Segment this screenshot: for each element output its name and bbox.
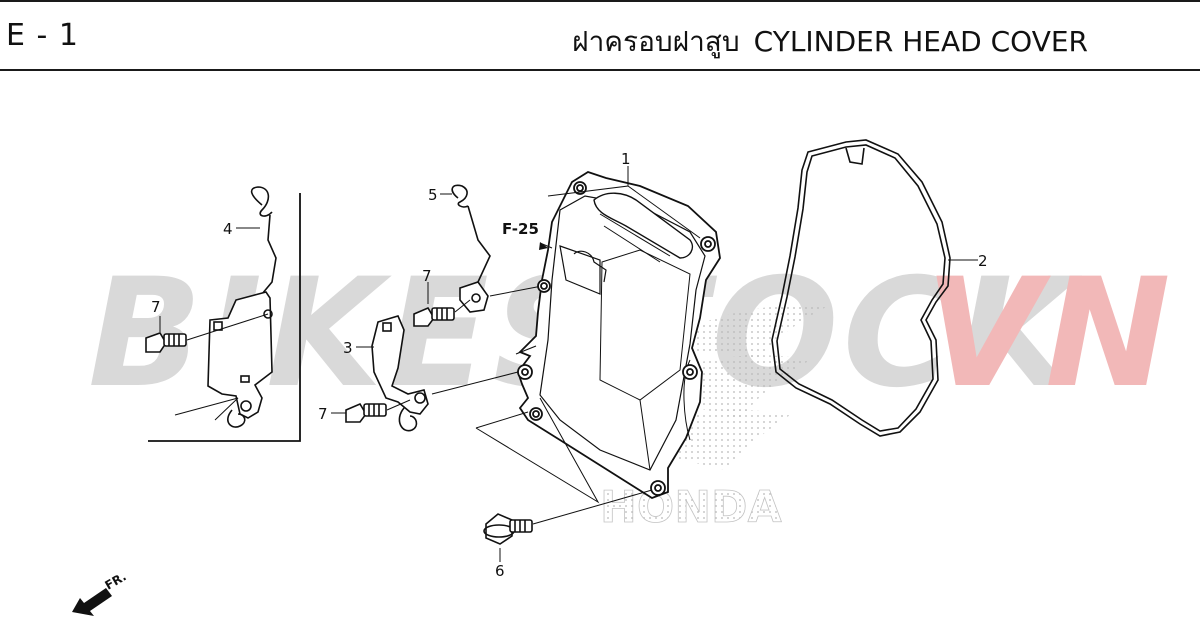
page-title: ฝาครอบฝาสูบ CYLINDER HEAD COVER [572, 20, 1088, 64]
top-rule [0, 0, 1200, 2]
callout-3: 3 [343, 339, 353, 357]
page-title-english: CYLINDER HEAD COVER [753, 25, 1088, 58]
callout-1: 1 [621, 150, 631, 168]
header-rule [0, 69, 1200, 71]
callout-2: 2 [978, 252, 988, 270]
flange-bolt [483, 489, 653, 545]
leader-lines [159, 166, 978, 562]
page-title-thai: ฝาครอบฝาสูบ [572, 25, 740, 58]
callout-4: 4 [223, 220, 233, 238]
callout-6: 6 [495, 562, 505, 580]
callout-7-upper: 7 [422, 267, 432, 285]
callout-5: 5 [428, 186, 438, 204]
honda-brand-text: HONDA [600, 482, 782, 533]
reference-label: F-25 [502, 220, 539, 238]
page-code: E - 1 [6, 18, 79, 53]
callout-7-left: 7 [151, 298, 161, 316]
middle-bracket-group [345, 184, 543, 432]
cylinder-head-cover [515, 171, 721, 499]
page-header: E - 1 ฝาครอบฝาสูบ CYLINDER HEAD COVER [0, 0, 1200, 71]
direction-label: FR. [103, 569, 129, 592]
left-bracket-group [145, 186, 301, 442]
front-direction-arrow: FR. [72, 569, 129, 616]
callout-7-lower: 7 [318, 405, 328, 423]
ref-arrowhead [539, 242, 548, 250]
cylinder-head-gasket [771, 139, 951, 437]
watermark-accent: VN [925, 247, 1175, 421]
